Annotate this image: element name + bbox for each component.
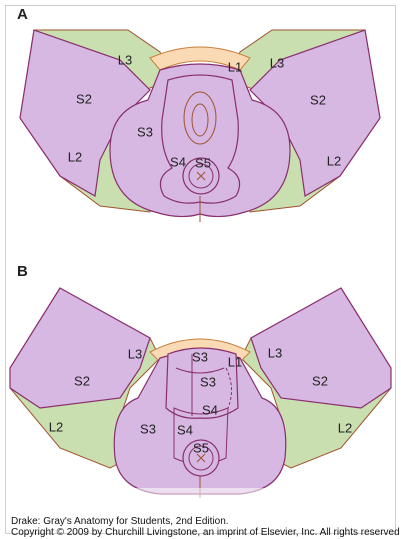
label-l3-left: L3	[118, 54, 132, 67]
label-l1: L1	[228, 61, 242, 74]
figure-caption: Drake: Gray's Anatomy for Students, 2nd …	[11, 516, 399, 538]
label-s5: S5	[195, 157, 211, 170]
label-l2-right: L2	[327, 155, 341, 168]
label-l3-left: L3	[128, 348, 142, 361]
label-s3-mid: S3	[200, 376, 216, 389]
label-l3-right: L3	[268, 347, 282, 360]
panel-a: A L3 L1 L3 S2 S2 S3 L2 L2 S4 S5	[0, 0, 401, 262]
dermatome-diagram-a	[0, 0, 401, 262]
label-s4-right: S4	[202, 404, 218, 417]
label-s3-top: S3	[192, 351, 208, 364]
label-s3-left: S3	[140, 423, 156, 436]
label-s2-right: S2	[310, 94, 326, 107]
caption-line-2: Copyright © 2009 by Churchill Livingston…	[11, 527, 399, 538]
label-s5: S5	[193, 442, 209, 455]
label-l2-right: L2	[338, 422, 352, 435]
bottom-fade-overlay	[6, 488, 395, 516]
caption-line-1: Drake: Gray's Anatomy for Students, 2nd …	[11, 516, 399, 527]
label-l3-right: L3	[270, 57, 284, 70]
label-s2-left: S2	[76, 93, 92, 106]
panel-b: B L3 S3 L1 L3 S2 S3 S2 S4 L2 S3 S4 L2 S5	[0, 258, 401, 520]
label-l2-left: L2	[49, 421, 63, 434]
label-s4-left: S4	[177, 424, 193, 437]
label-s2-right: S2	[312, 375, 328, 388]
label-l2-left: L2	[68, 151, 82, 164]
label-s2-left: S2	[74, 375, 90, 388]
label-s4: S4	[170, 156, 186, 169]
label-s3: S3	[137, 126, 153, 139]
label-l1: L1	[228, 356, 242, 369]
